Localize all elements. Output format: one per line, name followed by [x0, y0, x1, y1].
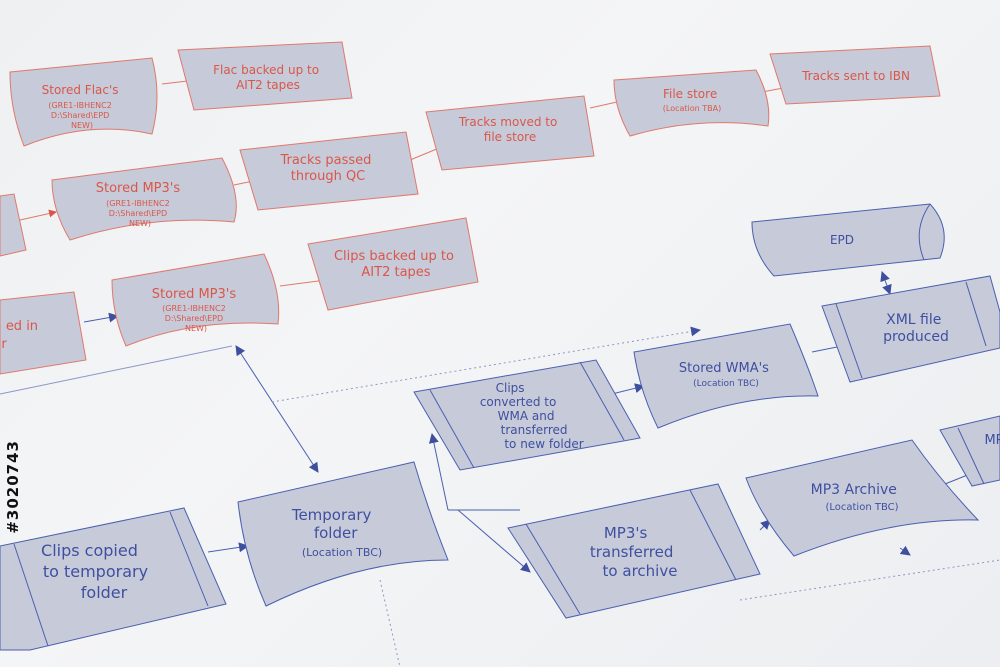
- node-mp3-archive-text: MP3 Archive (Location TBC): [811, 482, 902, 513]
- node-stored-flacs-text: Stored Flac's (GRE1-IBHENC2 D:\Shared\EP…: [42, 83, 123, 130]
- node-tracks-moved: Tracks moved to file store: [425, 95, 595, 171]
- connector-dotted-to-wma: [271, 326, 701, 403]
- node-partial-mp: MP: [939, 415, 1000, 487]
- node-stored-mp3-mid-text: Stored MP3's (GRE1-IBHENC2 D:\Shared\EPD…: [152, 287, 241, 333]
- node-partial-left-top: [0, 193, 27, 257]
- node-partial-left-mid: ed in r: [0, 291, 87, 375]
- node-tracks-sent-text: Tracks sent to IBN: [801, 69, 910, 83]
- node-stored-mp3-top-text: Stored MP3's (GRE1-IBHENC2 D:\Shared\EPD…: [96, 181, 185, 228]
- connector-branch-down: [457, 509, 531, 573]
- node-partial-mp-text: MP: [984, 433, 1000, 448]
- nodes: Stored Flac's (GRE1-IBHENC2 D:\Shared\EP…: [0, 41, 1000, 651]
- node-stored-wmas-text: Stored WMA's (Location TBC): [679, 361, 773, 389]
- node-stored-mp3-mid: Stored MP3's (GRE1-IBHENC2 D:\Shared\EPD…: [111, 253, 280, 347]
- connector-branch-up: [428, 433, 449, 511]
- node-tracks-passed: Tracks passed through QC: [239, 131, 419, 211]
- node-tracks-passed-text: Tracks passed through QC: [279, 153, 375, 184]
- connector-archive-up: [899, 545, 911, 556]
- node-tracks-moved-text: Tracks moved to file store: [458, 115, 561, 144]
- connector-dotted-right: [739, 559, 1000, 601]
- connector-dotted-bottom: [379, 579, 401, 667]
- node-mp3s-transferred: MP3's transferred to archive: [507, 483, 761, 619]
- connector-temp-to-mp3-mid: [235, 345, 319, 473]
- node-stored-flacs: Stored Flac's (GRE1-IBHENC2 D:\Shared\EP…: [9, 57, 158, 147]
- connector-epd-to-xml: [880, 271, 892, 295]
- connector-mp3mid-to-clipsbacked: [279, 276, 327, 287]
- node-clips-converted: Clips converted to WMA and transferred t…: [413, 359, 641, 471]
- node-stored-mp3-top: Stored MP3's (GRE1-IBHENC2 D:\Shared\EPD…: [51, 157, 237, 241]
- stock-photo-id: #3020743: [4, 440, 22, 534]
- node-mp3-archive: MP3 Archive (Location TBC): [745, 439, 980, 557]
- node-temporary-folder: Temporary folder (Location TBC): [237, 461, 449, 607]
- node-partial-left-mid-text: ed in r: [1, 319, 42, 352]
- connector-clipscopied-to-temp: [207, 542, 249, 553]
- connector-left-to-mp3-top: [19, 209, 57, 221]
- connector-converted-to-wma: [611, 383, 645, 395]
- node-mp3s-transferred-text: MP3's transferred to archive: [590, 524, 678, 580]
- node-tracks-sent: Tracks sent to IBN: [769, 45, 941, 105]
- node-clips-backed-up: Clips backed up to AIT2 tapes: [307, 217, 479, 311]
- node-flac-backed-up: Flac backed up to AIT2 tapes: [177, 41, 353, 111]
- connector-left-to-mp3-mid: [83, 312, 119, 323]
- connectors: [0, 76, 1000, 667]
- node-file-store: File store (Location TBA): [613, 69, 770, 137]
- node-clips-converted-text: Clips converted to WMA and transferred t…: [480, 381, 584, 451]
- node-clips-copied: Clips copied to temporary folder: [0, 507, 227, 651]
- connector-long-left: [0, 345, 233, 395]
- node-file-store-text: File store (Location TBA): [663, 87, 721, 113]
- node-epd: EPD: [751, 203, 945, 277]
- node-clips-copied-text: Clips copied to temporary folder: [41, 541, 153, 602]
- node-xml-file-text: XML file produced: [883, 312, 949, 345]
- node-flac-backed-up-text: Flac backed up to AIT2 tapes: [213, 63, 323, 92]
- node-clips-backed-up-text: Clips backed up to AIT2 tapes: [334, 249, 458, 280]
- node-xml-file: XML file produced: [821, 275, 1000, 383]
- node-temporary-folder-text: Temporary folder (Location TBC): [291, 506, 382, 559]
- node-stored-wmas: Stored WMA's (Location TBC): [633, 323, 819, 429]
- node-epd-text: EPD: [830, 233, 854, 247]
